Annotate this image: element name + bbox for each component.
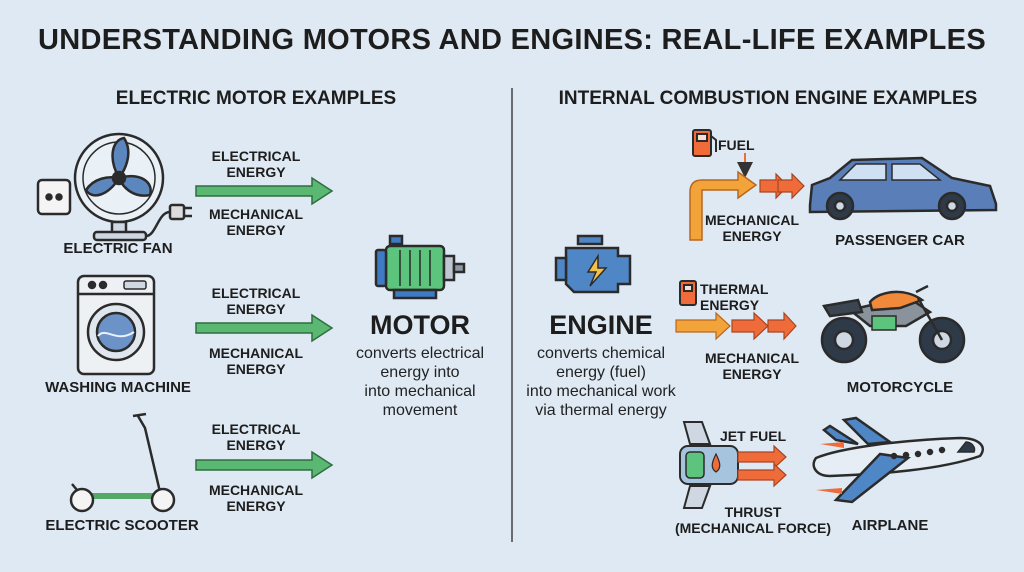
car-name: PASSENGER CAR (835, 232, 965, 249)
fuel-pump-icon (692, 129, 717, 157)
page-title: UNDERSTANDING MOTORS AND ENGINES: REAL-L… (38, 24, 986, 56)
motor-label: MOTOR (370, 310, 470, 340)
airplane-icon (812, 416, 985, 504)
moto-arrow-1 (675, 311, 731, 341)
electric-arrow-fan (195, 176, 334, 206)
engine-icon (554, 234, 632, 294)
car-arrow-2 (777, 172, 805, 200)
elbow-arrow (689, 170, 758, 241)
airplane-name: AIRPLANE (851, 517, 929, 534)
electric-arrow-scooter (195, 450, 334, 480)
right-section-heading: INTERNAL COMBUSTION ENGINE EXAMPLES (558, 88, 978, 109)
motorcycle-flow (675, 280, 966, 364)
electric-arrow-washer (195, 313, 334, 343)
moto-name: MOTORCYCLE (846, 379, 954, 396)
scooter-name: ELECTRIC SCOOTER (45, 517, 199, 534)
washing-machine-icon (76, 274, 156, 376)
moto-arrow-3 (767, 311, 797, 341)
fan-name: ELECTRIC FAN (63, 240, 173, 257)
jet-engine-icon (679, 421, 739, 509)
washer-name: WASHING MACHINE (45, 379, 191, 396)
engine-label: ENGINE (549, 310, 653, 340)
jet-arrow-2 (737, 462, 787, 488)
car-flow (689, 129, 998, 241)
airplane-flow (679, 416, 985, 509)
motorcycle-icon (820, 284, 966, 364)
motor-icon (374, 234, 466, 300)
car-input-label: FUEL (718, 137, 755, 153)
electric-fan-icon (36, 132, 192, 242)
electric-arrows (195, 176, 334, 480)
jet-arrow-1 (737, 444, 787, 470)
jet-output-label: THRUST(MECHANICAL FORCE) (674, 504, 832, 536)
left-section-heading: ELECTRIC MOTOR EXAMPLES (115, 88, 397, 109)
jet-input-label: JET FUEL (720, 428, 787, 444)
thermal-pump-icon (679, 280, 697, 306)
moto-arrow-2 (731, 311, 769, 341)
car-icon (808, 156, 998, 221)
electric-scooter-icon (69, 412, 176, 513)
